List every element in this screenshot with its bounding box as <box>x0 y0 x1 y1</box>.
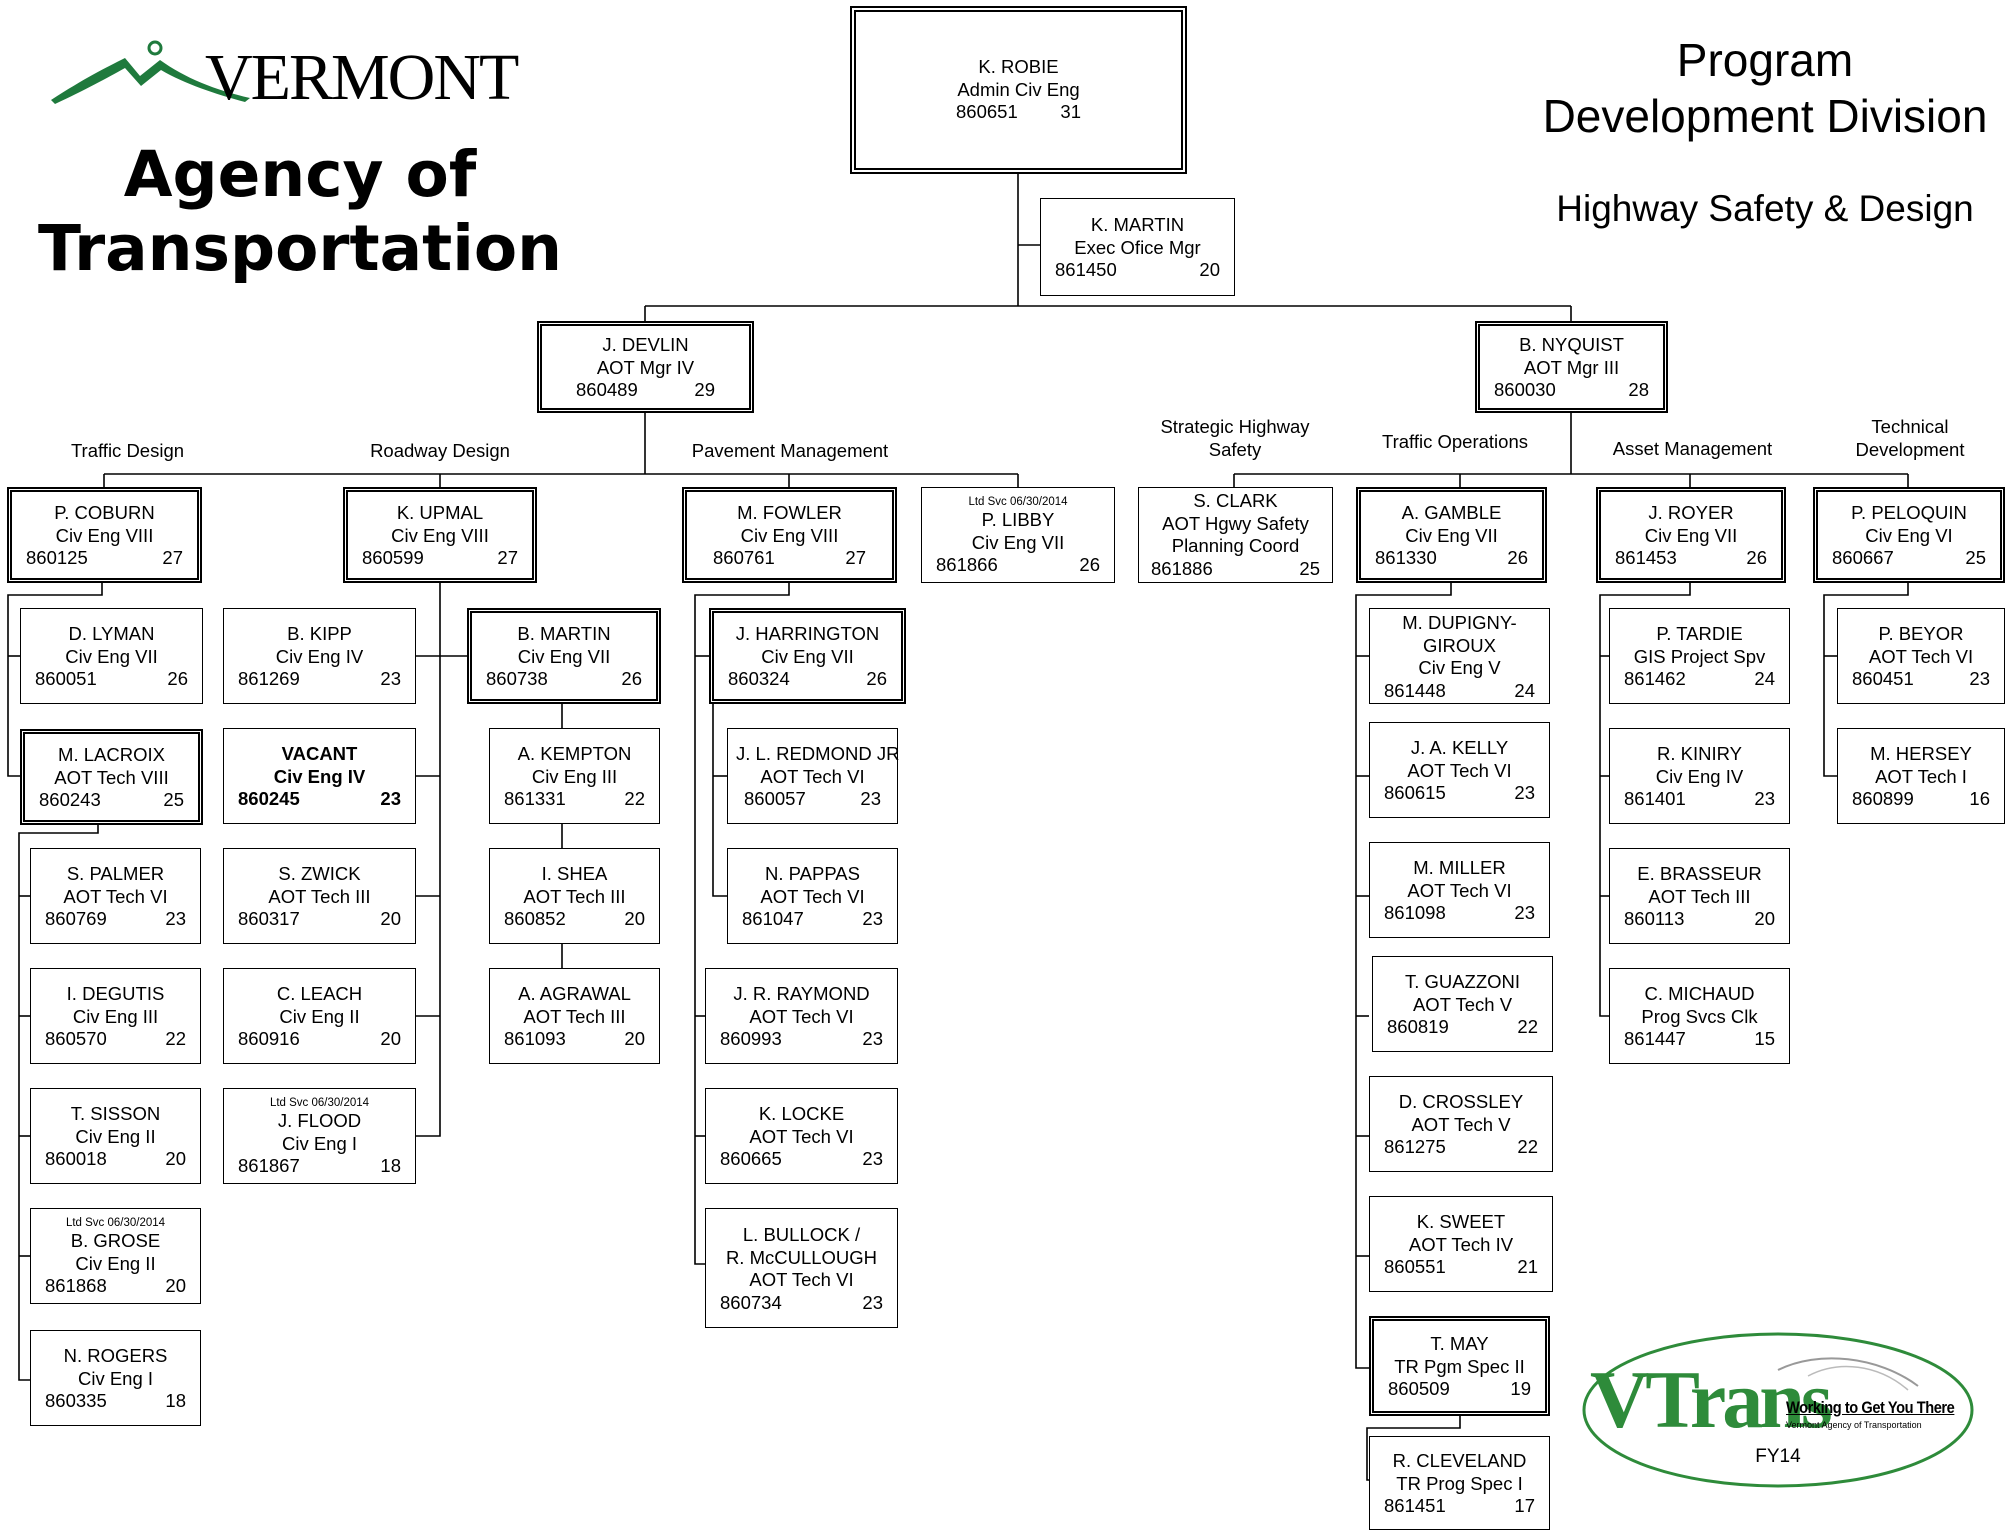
vtrans-tagline: Working to Get You There <box>1786 1398 1955 1417</box>
section-technical-development: Technical Development <box>1855 416 1965 460</box>
vermont-logo: VERMONT <box>45 38 519 118</box>
section-strategic-highway-safety: Strategic Highway Safety <box>1160 416 1310 460</box>
mountain-icon <box>51 40 250 104</box>
section-traffic-operations: Traffic Operations <box>1381 431 1528 452</box>
section-asset-management: Asset Management <box>1612 438 1773 459</box>
section-traffic-design: Traffic Design <box>70 440 185 461</box>
division-title: Program Development Division <box>1542 34 1988 142</box>
fiscal-year: FY14 <box>1755 1446 1801 1467</box>
position-box-bullock: L. BULLOCK / R. McCULLOUGH AOT Tech VI 8… <box>705 1208 898 1328</box>
vtrans-emblem <box>1582 1332 1974 1488</box>
position-box-flood: Ltd Svc 06/30/2014 J. FLOOD Civ Eng I 86… <box>223 1088 416 1184</box>
agency-title: Agency of Transportation <box>38 138 562 285</box>
section-roadway-design: Roadway Design <box>370 440 510 461</box>
position-box-clark: S. CLARK AOT Hgwy Safety Planning Coord … <box>1138 487 1333 583</box>
vermont-wordmark: VERMONT <box>205 41 519 114</box>
position-box-grose: Ltd Svc 06/30/2014 B. GROSE Civ Eng II 8… <box>30 1208 201 1304</box>
vtrans-wordmark: VTrans <box>1590 1354 1833 1445</box>
section-subtitle: Highway Safety & Design <box>1556 188 1974 229</box>
position-box-libby: Ltd Svc 06/30/2014 P. LIBBY Civ Eng VII … <box>921 487 1115 583</box>
section-pavement-management: Pavement Management <box>691 440 889 461</box>
vtrans-logo: VTrans Working to Get You There Vermont … <box>1578 1330 1978 1490</box>
vtrans-agency: Vermont Agency of Transportation <box>1786 1420 1922 1430</box>
